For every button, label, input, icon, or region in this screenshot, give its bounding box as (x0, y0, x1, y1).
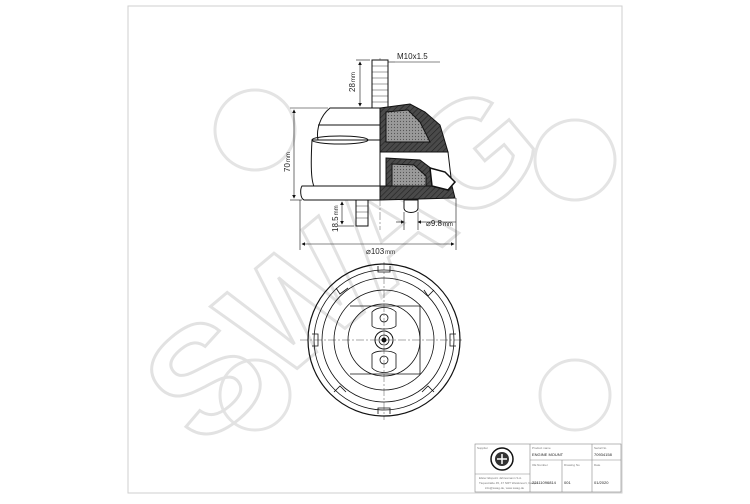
bore-dimension: ⌀9.8mm (426, 219, 453, 228)
serial-label: Serial No (594, 446, 607, 450)
drawing-no-label: Drawing No (564, 463, 580, 467)
side-view (300, 58, 457, 230)
thread-dimension: M10x1.5 (397, 52, 428, 61)
flange-section (379, 185, 456, 201)
lower-hole (379, 355, 389, 365)
drawing-date: 01/2020 (594, 480, 609, 485)
top-view (300, 262, 462, 420)
oe-label: OE Number (532, 463, 548, 467)
sheet-frame (127, 5, 623, 494)
upper-housing-left (317, 107, 381, 141)
lower-cup-left (310, 139, 381, 193)
inner-plate (347, 303, 421, 377)
side-dimensions (290, 59, 457, 250)
date-label: Date (594, 463, 601, 467)
cup-ring (333, 289, 435, 391)
company-contact: info@swag.de, www.swag.de (485, 486, 524, 490)
company-name: Elster Elspoint Jahresmann S.A. (479, 476, 522, 480)
rubber-ring (311, 135, 369, 145)
company-logo (490, 447, 514, 471)
upper-hole (379, 313, 389, 323)
diameter-dimension: ⌀103mm (366, 247, 395, 256)
rubber-section (385, 109, 431, 143)
bottom-stud (355, 199, 369, 227)
supplier-label: Supplier (477, 446, 488, 450)
outer-ring (307, 263, 461, 417)
flange-left (300, 185, 381, 201)
title-block (474, 443, 622, 493)
center-stud (378, 334, 390, 346)
bottom-boss (403, 199, 419, 213)
product-name: ENGINE MOUNT (532, 452, 564, 457)
rim-notches (312, 266, 456, 414)
product-name-label: Product name (532, 446, 551, 450)
serial-number: 70934158 (594, 452, 613, 457)
drawing-number: 001 (564, 480, 571, 485)
oe-number: 22111096814 (532, 480, 557, 485)
flange-ring (321, 277, 447, 403)
total-height-dimension: 70mm (283, 152, 292, 172)
bottom-stud-dimension: 18.5mm (331, 205, 340, 232)
stud-height-dimension: 28mm (348, 72, 357, 92)
center-boss (374, 330, 394, 350)
company-address: Tiepestraße 45, 47 NRT Weiskreuzt, Gespo… (479, 481, 538, 485)
